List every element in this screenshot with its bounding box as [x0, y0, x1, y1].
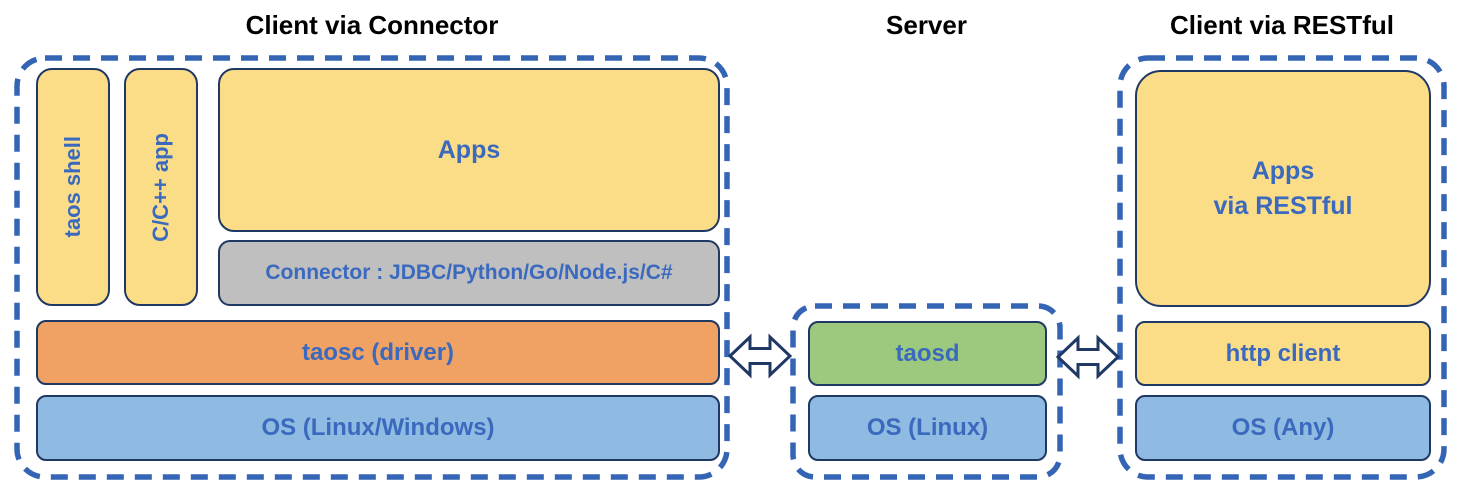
taosc-driver-label: taosc (driver)	[301, 338, 455, 366]
server-restful-bidirectional-arrow-icon	[1056, 334, 1120, 380]
client-restful-title: Client via RESTful	[1170, 10, 1394, 40]
os-any-label: OS (Any)	[1231, 414, 1335, 441]
os-any-box: OS (Any)	[1135, 395, 1431, 461]
taos-shell-box: taos shell	[36, 68, 110, 306]
taos-shell-label: taos shell	[60, 136, 85, 238]
apps-box: Apps	[218, 68, 720, 232]
taosd-box: taosd	[808, 321, 1047, 386]
cpp-app-label: C/C++ app	[148, 132, 173, 242]
os-linux-box: OS (Linux)	[808, 395, 1047, 461]
connector-box: Connector : JDBC/Python/Go/Node.js/C#	[218, 240, 720, 306]
os-linux-windows-box: OS (Linux/Windows)	[36, 395, 720, 461]
connector-label: Connector : JDBC/Python/Go/Node.js/C#	[265, 261, 673, 284]
os-linux-label: OS (Linux)	[866, 414, 989, 441]
http-client-label: http client	[1225, 339, 1341, 367]
taosd-label: taosd	[895, 339, 960, 367]
client-restful-dashed-border-icon	[1117, 55, 1447, 480]
apps-via-restful-label: Apps via RESTful	[1213, 156, 1353, 220]
client-connector-title: Client via Connector	[245, 10, 499, 40]
taosc-driver-box: taosc (driver)	[36, 320, 720, 385]
client-server-bidirectional-arrow-icon	[728, 333, 792, 379]
cpp-app-box: C/C++ app	[124, 68, 198, 306]
http-client-box: http client	[1135, 321, 1431, 386]
apps-via-restful-box: Apps via RESTful	[1135, 70, 1431, 307]
server-dashed-border-icon	[790, 303, 1063, 480]
server-title: Server	[886, 10, 967, 40]
os-linux-windows-label: OS (Linux/Windows)	[261, 414, 495, 441]
client-connector-dashed-border-icon	[14, 55, 730, 480]
apps-label: Apps	[437, 135, 501, 164]
